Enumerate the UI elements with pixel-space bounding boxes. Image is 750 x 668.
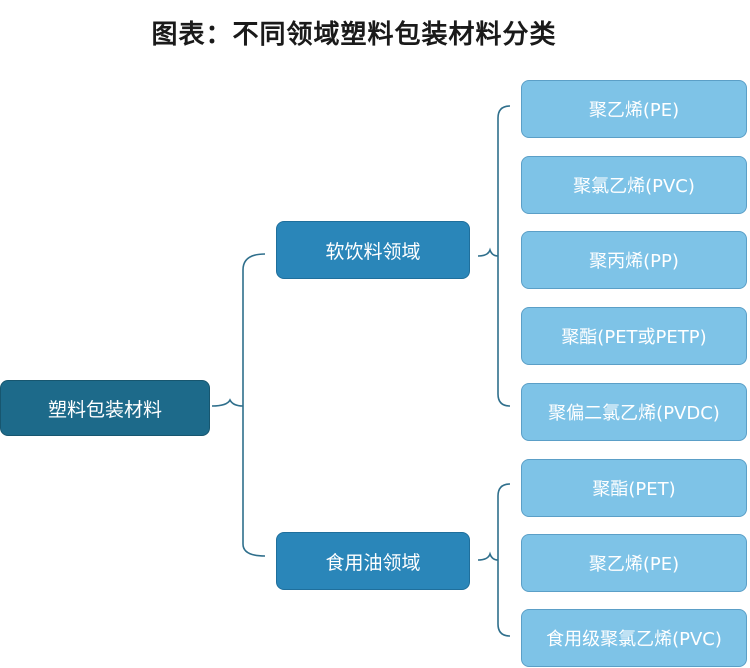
category-2-bracket-spine bbox=[497, 483, 511, 637]
category-1-bracket bbox=[477, 247, 499, 257]
leaf-soft-drinks-pet: 聚酯(PET或PETP) bbox=[521, 307, 747, 365]
category-edible-oil: 食用油领域 bbox=[276, 532, 470, 590]
leaf-soft-drinks-pp: 聚丙烯(PP) bbox=[521, 231, 747, 289]
leaf-soft-drinks-pvc: 聚氯乙烯(PVC) bbox=[521, 156, 747, 214]
category-soft-drinks: 软饮料领域 bbox=[276, 221, 470, 279]
category-2-bracket bbox=[477, 551, 499, 561]
root-node: 塑料包装材料 bbox=[0, 380, 210, 436]
diagram-title: 图表：不同领域塑料包装材料分类 bbox=[151, 20, 557, 50]
root-bracket-spine bbox=[242, 253, 266, 557]
root-bracket bbox=[211, 398, 244, 407]
category-1-bracket-spine bbox=[497, 105, 511, 407]
leaf-edible-oil-pvc: 食用级聚氯乙烯(PVC) bbox=[521, 609, 747, 667]
leaf-edible-oil-pe: 聚乙烯(PE) bbox=[521, 534, 747, 592]
leaf-soft-drinks-pvdc: 聚偏二氯乙烯(PVDC) bbox=[521, 383, 747, 441]
leaf-edible-oil-pet: 聚酯(PET) bbox=[521, 459, 747, 517]
leaf-soft-drinks-pe: 聚乙烯(PE) bbox=[521, 80, 747, 138]
